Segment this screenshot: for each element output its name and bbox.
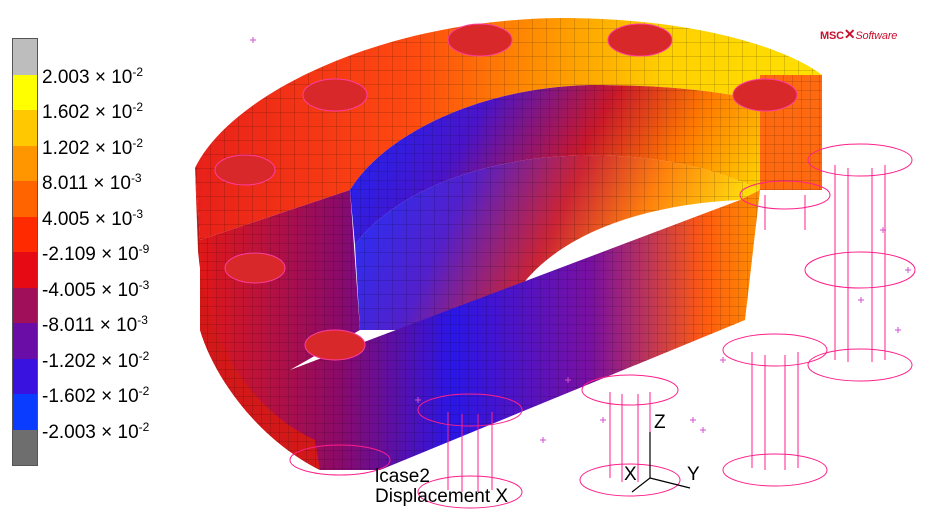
legend-level-mantissa: 2.003 × 10 xyxy=(42,66,133,88)
legend-swatch xyxy=(13,181,37,217)
legend-level-exponent: -3 xyxy=(138,277,150,292)
legend-level-exponent: -2 xyxy=(132,64,144,79)
legend-swatch xyxy=(13,358,37,394)
bolt-wireframes xyxy=(289,143,916,509)
legend-level-exponent: -3 xyxy=(137,313,148,327)
legend-level-exponent: -3 xyxy=(130,171,142,185)
legend-swatch xyxy=(13,39,37,75)
axis-x-label: X xyxy=(624,464,637,485)
legend-level-exponent: -9 xyxy=(138,242,150,256)
bolt-wireframe xyxy=(722,333,828,487)
legend-level-exponent: -2 xyxy=(138,348,150,363)
legend-level-exponent: -2 xyxy=(138,419,150,434)
result-quantity-label: Displacement X xyxy=(375,486,509,507)
legend-level-label: -1.202 × 10-2 xyxy=(42,346,149,372)
logo-brand: MSC xyxy=(820,30,844,42)
result-caption: lcase2 Displacement X xyxy=(375,467,508,507)
legend-level-mantissa: 1.202 × 10 xyxy=(42,137,133,159)
legend-level-exponent: -3 xyxy=(132,206,144,221)
node-markers xyxy=(250,37,911,443)
legend-level-mantissa: 8.011 × 10 xyxy=(42,173,131,194)
legend-swatch xyxy=(13,110,37,146)
legend-level-exponent: -2 xyxy=(132,135,144,150)
legend-level-mantissa: -4.005 × 10 xyxy=(42,279,139,301)
legend-level-label: -4.005 × 10-3 xyxy=(42,275,149,301)
legend-level-label: 2.003 × 10-2 xyxy=(42,62,143,88)
legend-swatch xyxy=(13,287,37,323)
legend-swatch xyxy=(13,145,37,181)
msc-software-logo: MSC✕Software xyxy=(820,26,897,43)
legend-level-label: 1.602 × 10-2 xyxy=(42,97,143,123)
bolt-wireframe xyxy=(739,180,831,230)
color-legend xyxy=(12,38,38,466)
flange-model xyxy=(195,18,822,470)
axis-y-label: Y xyxy=(687,464,700,485)
legend-level-mantissa: -1.202 × 10 xyxy=(42,350,139,372)
legend-swatch xyxy=(13,429,37,465)
legend-swatch xyxy=(13,323,37,359)
legend-level-mantissa: -2.109 × 10 xyxy=(42,244,139,265)
bolt-holes xyxy=(214,23,798,361)
legend-swatch xyxy=(13,394,37,430)
bolt-wireframe xyxy=(417,393,523,509)
legend-swatch xyxy=(13,74,37,110)
logo-x-mark: ✕ xyxy=(843,26,856,42)
legend-level-label: -1.602 × 10-2 xyxy=(42,381,149,407)
coordinate-triad xyxy=(631,432,691,493)
legend-level-mantissa: -8.011 × 10 xyxy=(42,315,138,336)
bolt-wireframe xyxy=(804,143,916,382)
legend-level-label: -8.011 × 10-3 xyxy=(42,310,148,336)
legend-level-mantissa: 4.005 × 10 xyxy=(42,208,133,230)
legend-level-mantissa: -1.602 × 10 xyxy=(42,386,139,407)
legend-level-label: 8.011 × 10-3 xyxy=(42,168,142,194)
bolt-wireframe xyxy=(289,444,391,476)
legend-level-exponent: -2 xyxy=(132,100,144,114)
legend-level-mantissa: -2.003 × 10 xyxy=(42,421,139,443)
logo-suffix: Software xyxy=(855,30,898,42)
legend-level-label: -2.109 × 10-9 xyxy=(42,239,149,265)
legend-swatch xyxy=(13,216,37,252)
legend-swatch xyxy=(13,252,37,288)
legend-level-label: -2.003 × 10-2 xyxy=(42,417,149,443)
legend-level-label: 4.005 × 10-3 xyxy=(42,204,143,230)
legend-level-exponent: -2 xyxy=(138,384,150,398)
load-case-label: lcase2 xyxy=(375,466,430,487)
axis-z-label: Z xyxy=(654,412,666,433)
legend-level-label: 1.202 × 10-2 xyxy=(42,133,143,159)
legend-level-mantissa: 1.602 × 10 xyxy=(42,102,133,123)
